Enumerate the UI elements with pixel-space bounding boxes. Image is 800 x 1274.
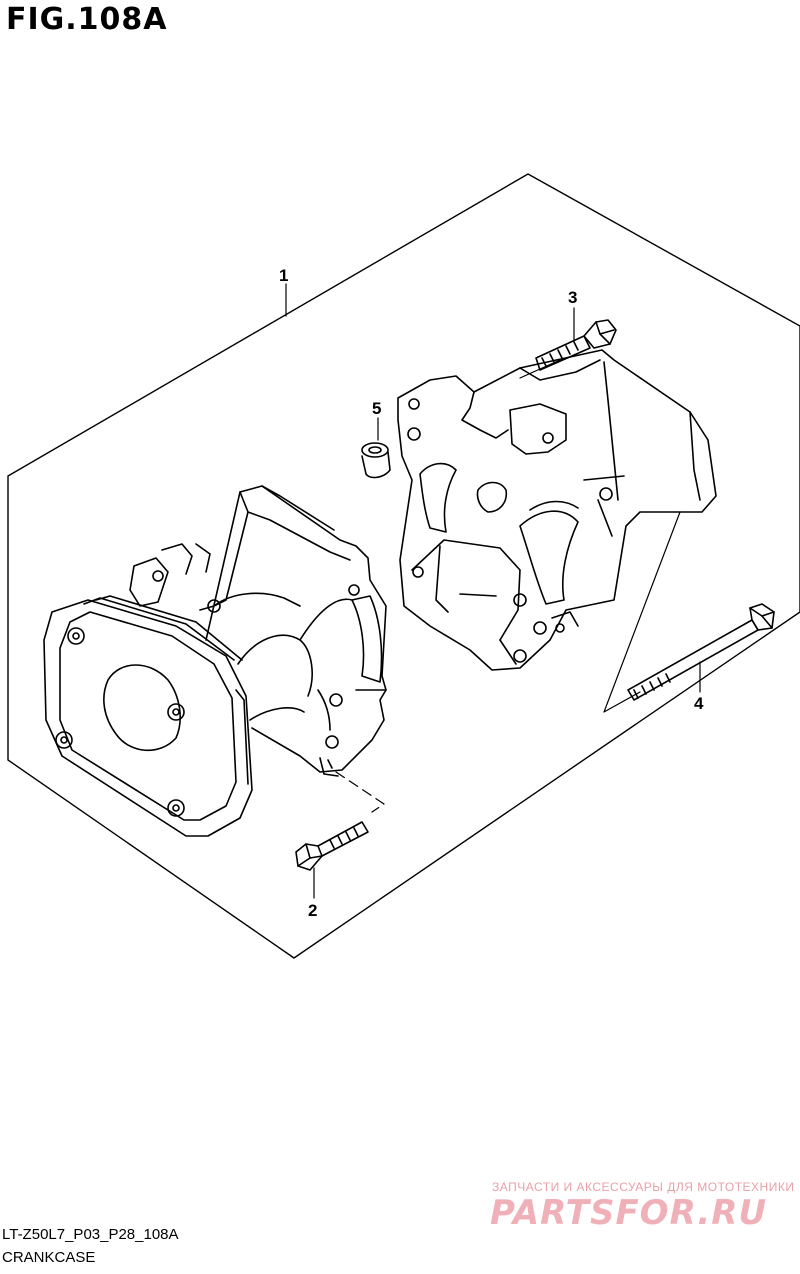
dowel-pin-part-5 bbox=[361, 442, 391, 479]
bolt-part-2 bbox=[295, 821, 369, 871]
assembly-outline bbox=[7, 173, 800, 959]
callout-1: 1 bbox=[279, 266, 288, 285]
callout-2: 2 bbox=[308, 901, 317, 920]
diagram-caption: CRANKCASE bbox=[2, 1249, 96, 1266]
bolt-part-4 bbox=[627, 603, 775, 701]
right-crankcase-half bbox=[397, 349, 717, 671]
watermark-tagline: ЗАПЧАСТИ И АКСЕССУАРЫ ДЛЯ МОТОТЕХНИКИ bbox=[492, 1180, 795, 1194]
callout-3: 3 bbox=[568, 288, 577, 307]
bolt-3-guide-line bbox=[519, 359, 561, 379]
bolt-4-guide-line bbox=[603, 511, 681, 713]
bolt-2-leader-dashed bbox=[335, 771, 385, 813]
left-crankcase-half bbox=[43, 485, 387, 837]
callout-4: 4 bbox=[694, 694, 704, 713]
watermark-brand: PARTSFOR.RU bbox=[490, 1193, 768, 1233]
figure-title: FIG.108A bbox=[6, 2, 168, 37]
diagram-code: LT-Z50L7_P03_P28_108A bbox=[2, 1226, 179, 1243]
bolt-part-3 bbox=[535, 319, 617, 371]
callout-5: 5 bbox=[372, 399, 381, 418]
